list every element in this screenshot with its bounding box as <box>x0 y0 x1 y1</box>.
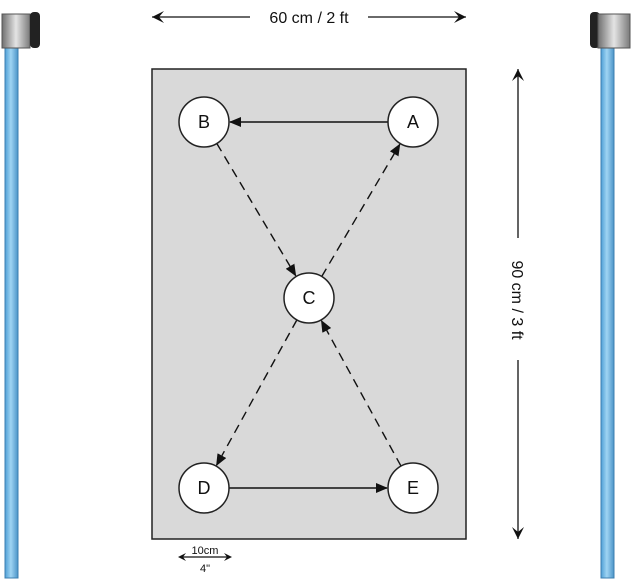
edge-c-to-d <box>215 319 298 467</box>
height-label: 90 cm / 3 ft <box>508 260 525 340</box>
spacing-label-top: 10cm <box>192 545 219 557</box>
edge-layer <box>215 117 402 493</box>
width-dimension: 60 cm / 2 ft <box>152 10 466 27</box>
height-dimension: 90 cm / 3 ft <box>508 69 525 539</box>
node-a-label: A <box>407 112 419 132</box>
node-e: E <box>387 462 439 514</box>
edge-b-to-c <box>216 143 297 277</box>
spacing-label-bottom: 4" <box>200 563 210 575</box>
node-d: D <box>178 462 230 514</box>
node-d-label: D <box>198 478 211 498</box>
left-pole <box>1 12 40 579</box>
right-pole <box>590 12 631 579</box>
node-b-label: B <box>198 112 210 132</box>
node-c-label: C <box>303 288 316 308</box>
node-c: C <box>283 272 335 324</box>
edge-c-to-a <box>321 143 401 277</box>
node-a: A <box>387 96 439 148</box>
edge-e-to-c <box>320 319 402 467</box>
spacing-dimension: 10cm 4" <box>178 545 232 575</box>
node-e-label: E <box>407 478 419 498</box>
width-label: 60 cm / 2 ft <box>269 10 349 27</box>
node-b: B <box>178 96 230 148</box>
